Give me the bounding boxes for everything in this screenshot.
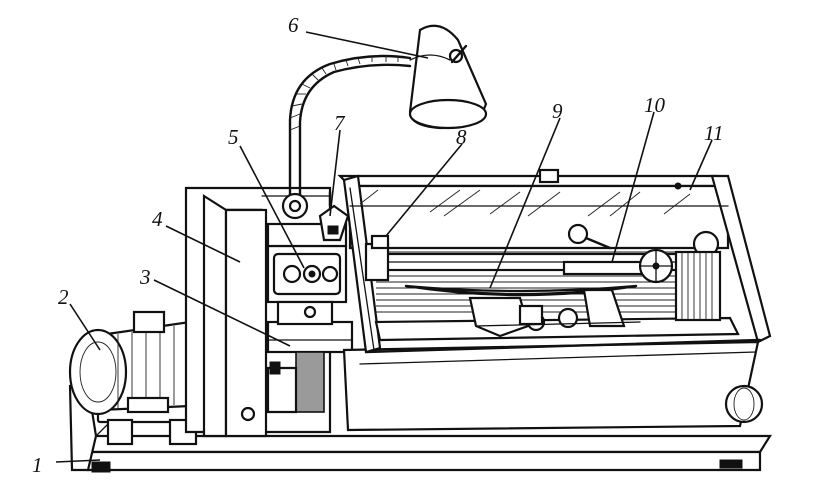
spindle-assembly [364, 234, 722, 338]
main-tank [337, 168, 772, 432]
lamp [281, 24, 488, 220]
label-part-11: 11 [704, 121, 723, 145]
drive-pulley-block [266, 320, 354, 414]
control-box [266, 222, 348, 326]
label-part-4: 4 [152, 207, 163, 231]
label-part-7: 7 [334, 111, 346, 135]
label-part-5: 5 [228, 125, 239, 149]
label-part-9: 9 [552, 99, 563, 123]
label-part-6: 6 [288, 13, 299, 37]
label-part-2: 2 [58, 285, 69, 309]
label-part-10: 10 [644, 93, 666, 117]
label-part-3: 3 [139, 265, 151, 289]
leader-lines [55, 31, 713, 463]
base-plate [68, 384, 772, 473]
label-part-8: 8 [456, 125, 467, 149]
label-part-1: 1 [32, 453, 43, 477]
part-labels: 1 2 3 4 5 6 7 8 9 10 11 [32, 13, 723, 477]
